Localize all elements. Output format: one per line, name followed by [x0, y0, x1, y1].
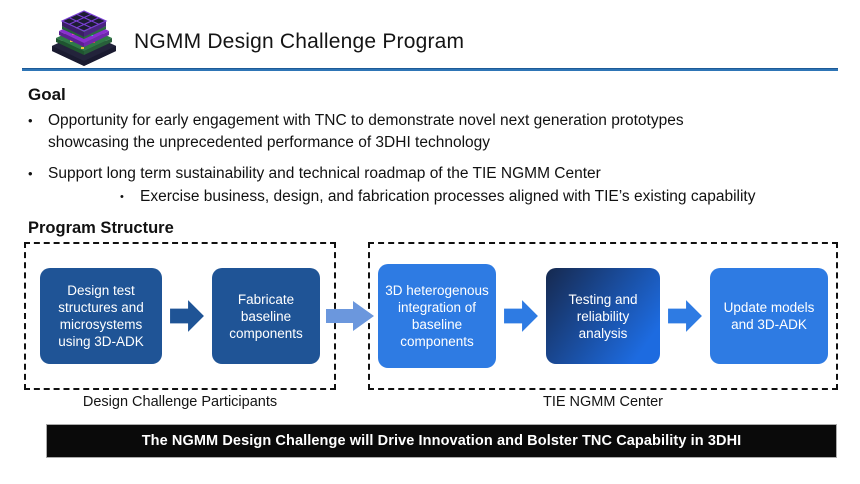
goal-section: Goal • Opportunity for early engagement … [28, 85, 840, 208]
bullet-icon: • [28, 166, 33, 181]
step-3d-integration: 3D heterogenous integration of baseline … [378, 264, 496, 368]
goal-bullet-1: • Opportunity for early engagement with … [28, 110, 840, 154]
stacked-chip-logo-icon [52, 10, 116, 66]
bullet-icon: • [28, 113, 33, 128]
participants-group-box: Design test structures and microsystems … [24, 242, 336, 390]
flow-arrow-icon [668, 300, 702, 332]
tie-ngmm-group-label: TIE NGMM Center [542, 394, 664, 410]
goal-heading: Goal [28, 85, 66, 104]
step-testing-reliability: Testing and reliability analysis [546, 268, 660, 364]
goal-bullet-2-text: Support long term sustainability and tec… [48, 165, 601, 182]
bullet-icon: • [120, 191, 124, 203]
step-update-models: Update models and 3D-ADK [710, 268, 828, 364]
goal-bullet-1-text: Opportunity for early engagement with TN… [48, 112, 684, 151]
flow-arrow-icon [504, 300, 538, 332]
step-fabricate-baseline: Fabricate baseline components [212, 268, 320, 364]
goal-sub-bullet-text: Exercise business, design, and fabricati… [140, 188, 756, 205]
page-title: NGMM Design Challenge Program [134, 30, 465, 53]
step-design-test-structures: Design test structures and microsystems … [40, 268, 162, 364]
goal-bullet-2: • Support long term sustainability and t… [28, 163, 840, 185]
program-structure-heading: Program Structure [28, 219, 174, 237]
flow-arrow-icon [170, 300, 204, 332]
summary-banner: The NGMM Design Challenge will Drive Inn… [46, 424, 837, 458]
goal-sub-bullet: • Exercise business, design, and fabrica… [120, 186, 840, 208]
participants-group-label: Design Challenge Participants [82, 394, 278, 410]
header-divider [22, 68, 838, 71]
group-connector-arrow-icon [326, 301, 374, 331]
tie-ngmm-group-box: 3D heterogenous integration of baseline … [368, 242, 838, 390]
